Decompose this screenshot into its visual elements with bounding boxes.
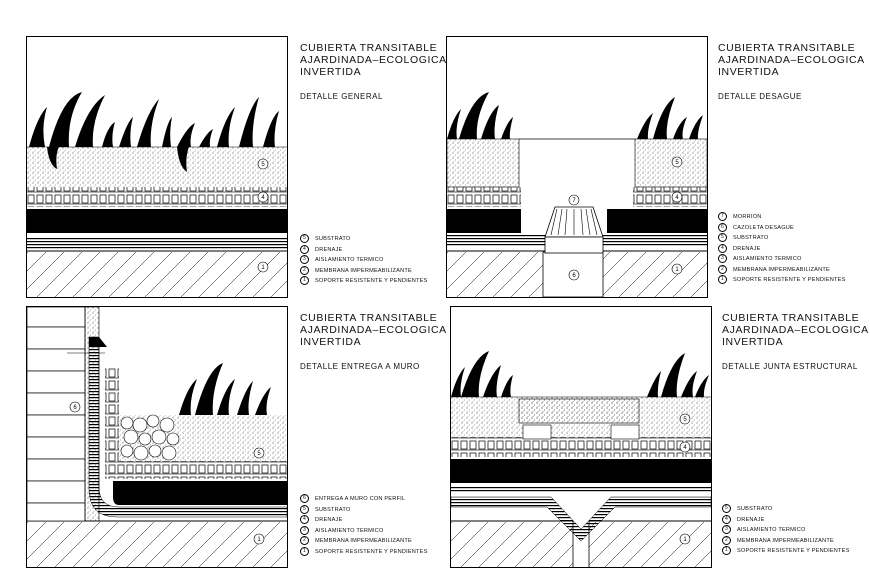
section-drawing: 5 4 1 bbox=[27, 92, 287, 297]
junta bbox=[451, 496, 711, 542]
detail-entrega-muro-title: CUBIERTA TRANSITABLE AJARDINADA–ECOLOGIC… bbox=[300, 312, 447, 348]
svg-text:6: 6 bbox=[572, 273, 576, 279]
svg-text:1: 1 bbox=[261, 265, 265, 271]
svg-text:6: 6 bbox=[73, 405, 77, 411]
membrana-layer bbox=[88, 336, 287, 518]
svg-text:5: 5 bbox=[683, 417, 687, 423]
soporte-layer bbox=[27, 252, 287, 297]
detail-desague-subtitle: DETALLE DESAGUE bbox=[718, 92, 802, 101]
section-drawing: 6 5 1 bbox=[27, 307, 287, 567]
detail-junta-estructural-subtitle: DETALLE JUNTA ESTRUCTURAL bbox=[722, 362, 858, 371]
detail-general-subtitle: DETALLE GENERAL bbox=[300, 92, 383, 101]
detail-junta-estructural-drawing: 5 4 1 bbox=[450, 306, 712, 568]
svg-text:1: 1 bbox=[683, 537, 687, 543]
detail-entrega-muro-drawing: 6 5 1 bbox=[26, 306, 288, 568]
svg-text:5: 5 bbox=[257, 451, 261, 457]
section-drawing: 5 4 1 bbox=[451, 351, 711, 567]
svg-text:4: 4 bbox=[261, 195, 265, 201]
section-drawing: 7 6 5 4 1 bbox=[447, 92, 707, 297]
substrato-layer bbox=[27, 147, 287, 187]
svg-text:1: 1 bbox=[257, 537, 261, 543]
detail-general-title: CUBIERTA TRANSITABLE AJARDINADA–ECOLOGIC… bbox=[300, 42, 447, 78]
wall-blocks bbox=[27, 307, 86, 522]
gravel bbox=[120, 414, 180, 461]
svg-text:1: 1 bbox=[675, 267, 679, 273]
svg-text:4: 4 bbox=[675, 195, 679, 201]
svg-text:7: 7 bbox=[572, 198, 576, 204]
svg-text:4: 4 bbox=[683, 445, 687, 451]
detail-desague-drawing: 7 6 5 4 1 bbox=[446, 36, 708, 298]
detail-junta-estructural-title: CUBIERTA TRANSITABLE AJARDINADA–ECOLOGIC… bbox=[722, 312, 869, 348]
drenaje-layer bbox=[27, 187, 287, 207]
aislamiento-layer bbox=[27, 209, 287, 233]
aislamiento-layer bbox=[127, 481, 287, 497]
membrana-layer bbox=[27, 237, 287, 249]
vegetation bbox=[29, 92, 279, 172]
svg-text:5: 5 bbox=[261, 162, 265, 168]
cazoleta bbox=[544, 236, 604, 254]
detail-entrega-muro-subtitle: DETALLE ENTREGA A MURO bbox=[300, 362, 420, 371]
detail-desague-title: CUBIERTA TRANSITABLE AJARDINADA–ECOLOGIC… bbox=[718, 42, 865, 78]
detail-general-drawing: 5 4 1 bbox=[26, 36, 288, 298]
svg-text:5: 5 bbox=[675, 160, 679, 166]
